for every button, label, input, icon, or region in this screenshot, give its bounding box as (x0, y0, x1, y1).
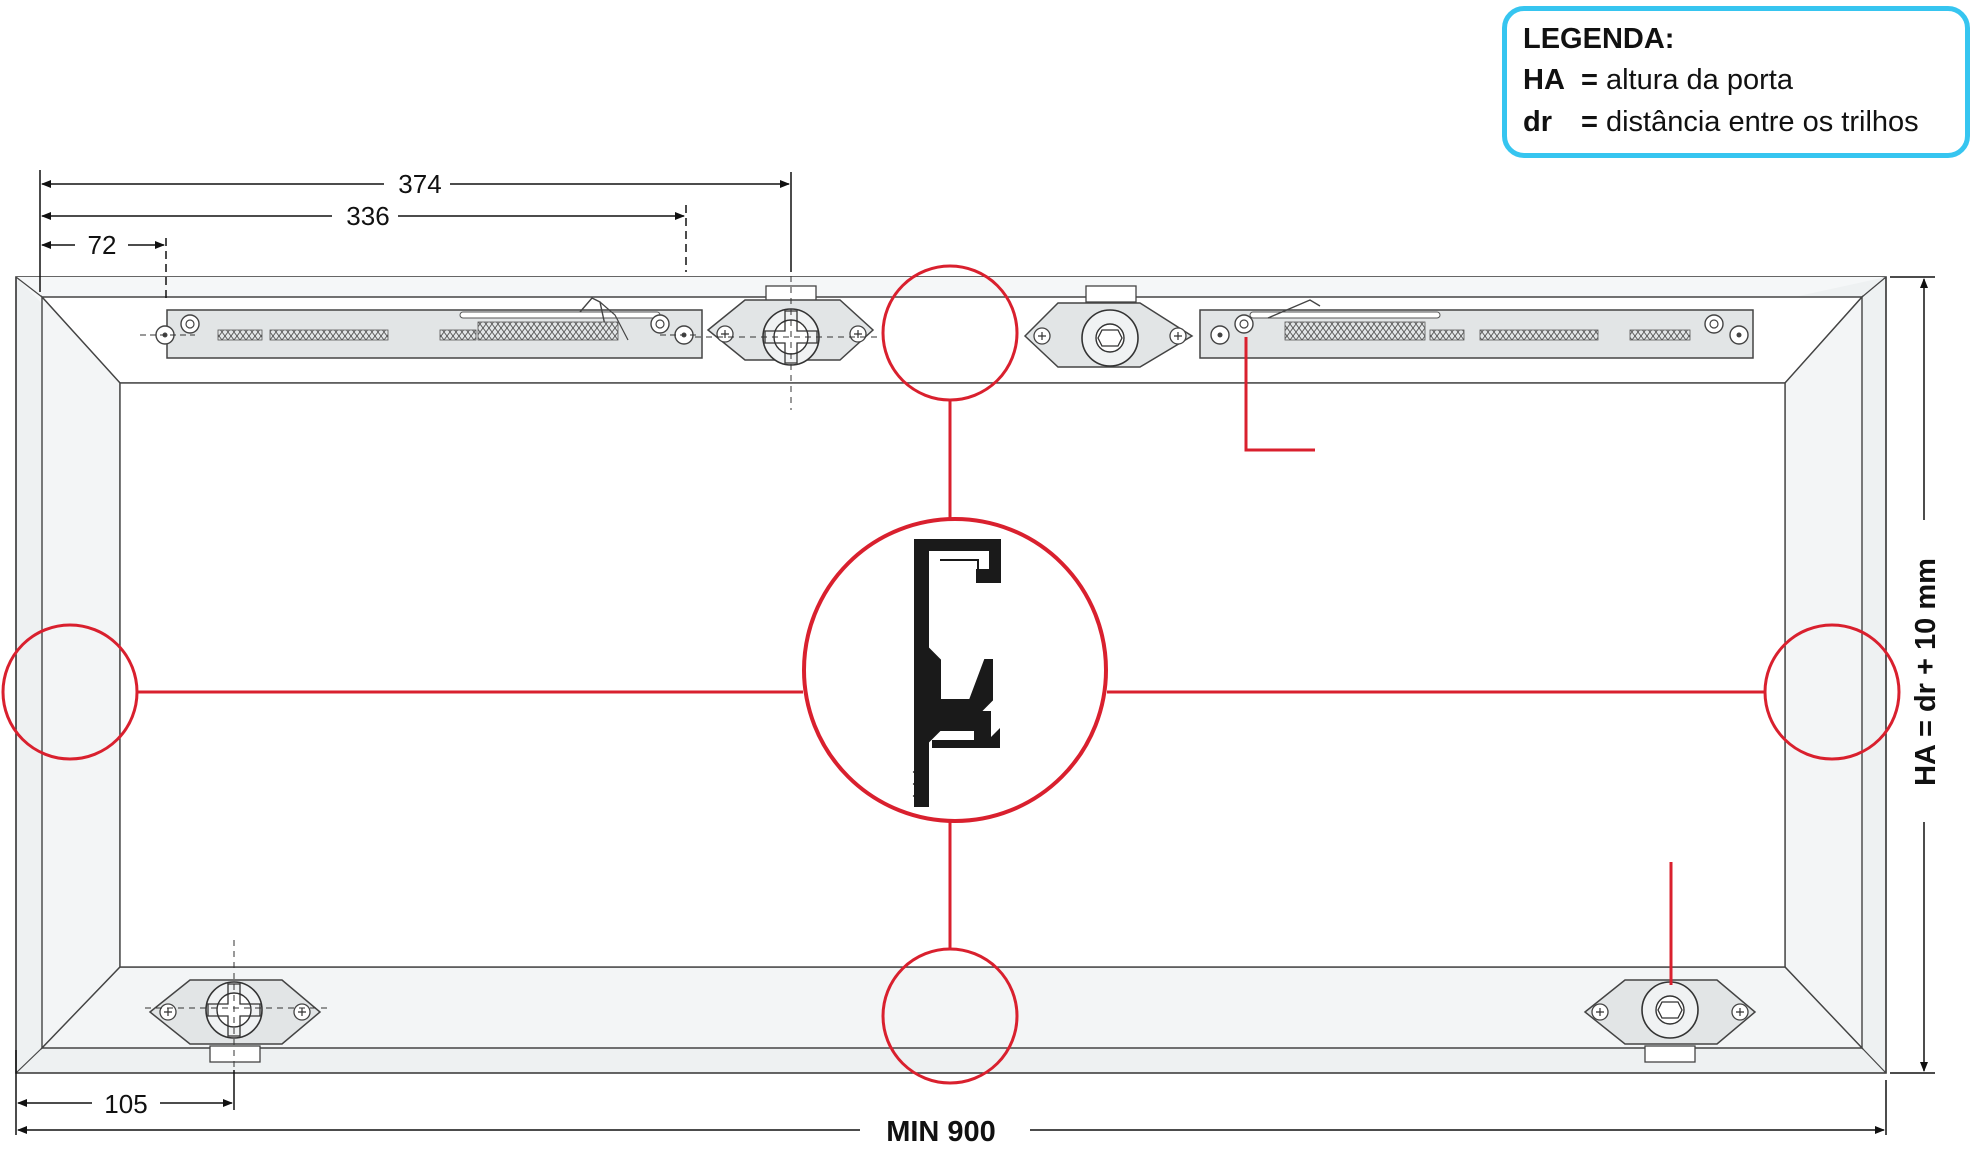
height-dimension-label: HA = dr + 10 mm (1910, 558, 1942, 786)
right-stile (1784, 295, 1863, 1050)
legend-item-dr: dr =distância entre os trilhos (1523, 101, 1949, 143)
top-right-roller-icon (1023, 285, 1194, 368)
dimension-374-label: 374 (398, 169, 441, 199)
legend-item-ha: HA =altura da porta (1523, 59, 1949, 101)
callout-lines (137, 337, 1765, 985)
left-callout-circle (1, 623, 139, 761)
legend-key: HA (1523, 64, 1565, 96)
legend-box: LEGENDA: HA =altura da porta dr =distância… (1502, 6, 1970, 158)
legend-equals: = (1581, 64, 1598, 96)
top-right-damper-icon (1199, 299, 1754, 359)
bottom-left-roller-icon (145, 940, 330, 1095)
top-callout-circle (881, 264, 1019, 402)
legend-key: dr (1523, 106, 1552, 138)
bottom-right-roller-icon (1583, 979, 1757, 1063)
legend-title: LEGENDA: (1523, 23, 1675, 55)
width-dimension-label: MIN 900 (886, 1116, 996, 1148)
dimension-336-label: 336 (346, 201, 389, 231)
legend-text: altura da porta (1605, 64, 1793, 96)
left-stile (41, 295, 121, 1050)
top-left-damper-icon (140, 297, 703, 359)
right-callout-circle (1763, 623, 1901, 761)
dimension-105-label: 105 (104, 1089, 147, 1119)
door-frame (15, 276, 1887, 1074)
legend-text: distância entre os trilhos (1605, 106, 1919, 138)
legend-equals: = (1581, 106, 1598, 138)
bottom-callout-circle (881, 947, 1019, 1085)
top-left-roller-icon (695, 265, 880, 410)
rail-profile-icon (912, 539, 1001, 807)
profile-callout-circle (802, 517, 1108, 823)
dimension-72-label: 72 (88, 230, 117, 260)
